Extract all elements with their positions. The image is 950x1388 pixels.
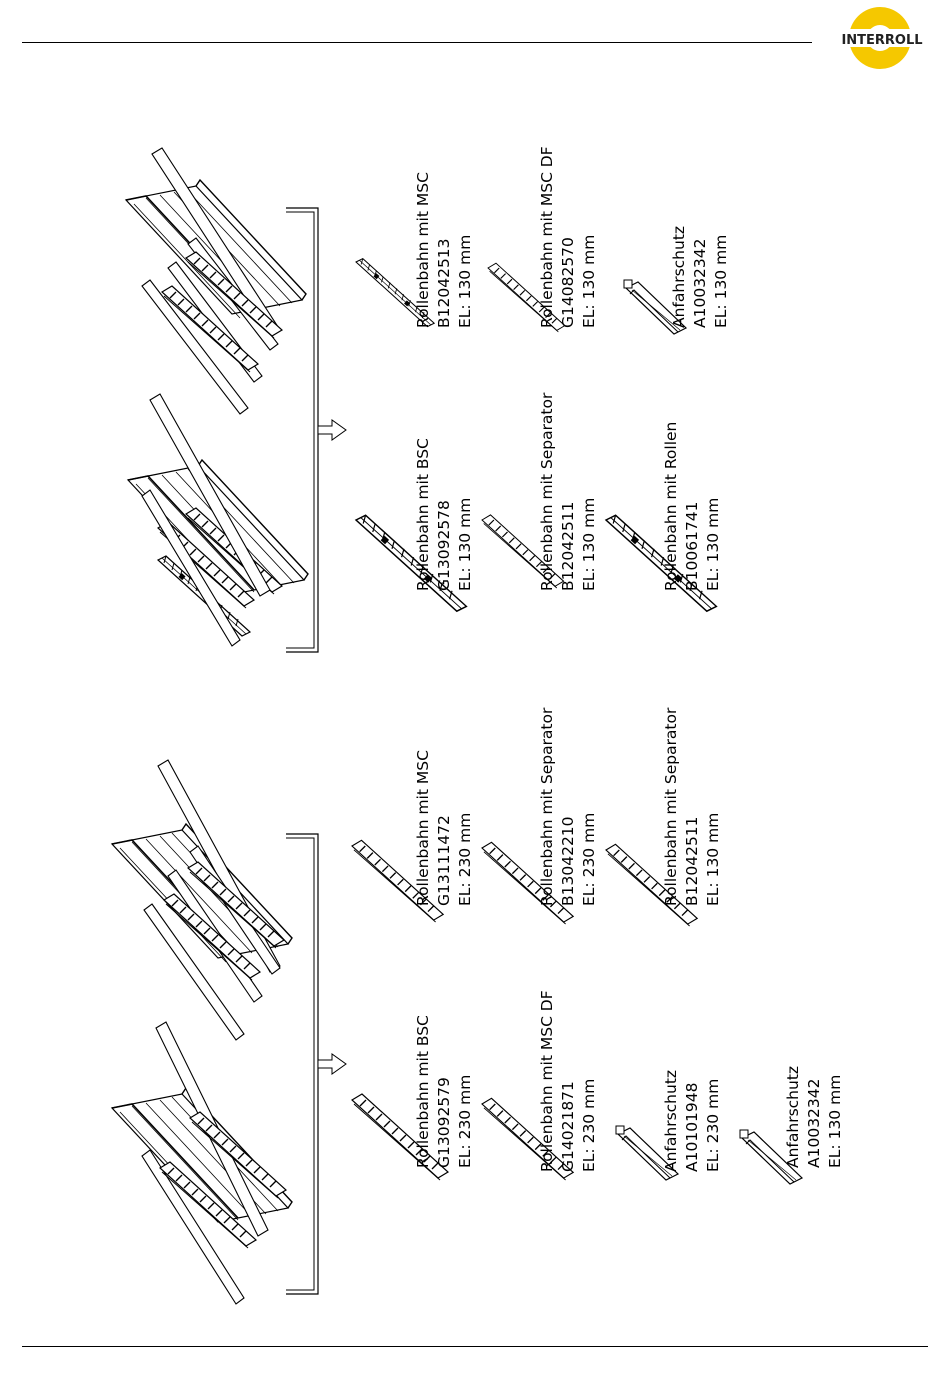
caption-code: B12042511 xyxy=(683,816,701,906)
caption-title: Rollenbahn mit MSC xyxy=(414,172,432,328)
caption-title: Anfahrschutz xyxy=(784,1065,802,1168)
caption-length: EL: 230 mm xyxy=(580,812,598,906)
caption-code: B12042511 xyxy=(559,501,577,591)
caption-title: Anfahrschutz xyxy=(662,1069,680,1172)
caption-title: Rollenbahn mit Separator xyxy=(538,707,556,906)
caption-code: A10032342 xyxy=(691,238,709,329)
caption-code: G13092579 xyxy=(435,1077,453,1168)
caption-code: G13111472 xyxy=(435,815,453,906)
caption-code: G14021871 xyxy=(559,1081,577,1172)
lower-machine-right xyxy=(111,759,293,1041)
lower-arrow-icon xyxy=(317,1053,347,1075)
caption-length: EL: 230 mm xyxy=(456,812,474,906)
upper-bracket xyxy=(286,207,319,653)
caption-length: EL: 130 mm xyxy=(704,812,722,906)
footer-rule xyxy=(22,1346,928,1347)
caption-length: EL: 230 mm xyxy=(456,1074,474,1168)
caption-length: EL: 130 mm xyxy=(580,234,598,328)
caption-title: Rollenbahn mit Separator xyxy=(538,392,556,591)
caption-title: Rollenbahn mit Rollen xyxy=(662,421,680,591)
logo-wordmark: INTERROLL xyxy=(841,33,922,48)
caption-length: EL: 130 mm xyxy=(826,1074,844,1168)
upper-machine-left xyxy=(127,393,309,647)
caption-code: B13042210 xyxy=(559,816,577,906)
header-rule xyxy=(22,42,812,43)
interroll-logo: INTERROLL xyxy=(836,7,928,69)
lower-machine-left xyxy=(111,1021,293,1305)
caption-code: B10061741 xyxy=(683,501,701,591)
caption-length: EL: 130 mm xyxy=(456,497,474,591)
caption-code: B12042513 xyxy=(435,238,453,328)
caption-title: Rollenbahn mit MSC xyxy=(414,750,432,906)
caption-code: A10101948 xyxy=(683,1082,701,1173)
caption-length: EL: 130 mm xyxy=(704,497,722,591)
caption-title: Rollenbahn mit Separator xyxy=(662,707,680,906)
caption-title: Rollenbahn mit BSC xyxy=(414,1015,432,1168)
upper-machine-right xyxy=(125,147,307,415)
upper-arrow-icon xyxy=(317,419,347,441)
caption-code: G13092578 xyxy=(435,500,453,591)
caption-code: G14082570 xyxy=(559,237,577,328)
caption-title: Rollenbahn mit MSC DF xyxy=(538,146,556,328)
caption-title: Rollenbahn mit BSC xyxy=(414,438,432,591)
caption-title: Rollenbahn mit MSC DF xyxy=(538,990,556,1172)
caption-length: EL: 130 mm xyxy=(580,497,598,591)
caption-length: EL: 130 mm xyxy=(712,234,730,328)
caption-title: Anfahrschutz xyxy=(670,225,688,328)
caption-length: EL: 130 mm xyxy=(456,234,474,328)
caption-length: EL: 230 mm xyxy=(704,1078,722,1172)
caption-code: A10032342 xyxy=(805,1078,823,1169)
caption-length: EL: 230 mm xyxy=(580,1078,598,1172)
lower-bracket xyxy=(286,833,319,1295)
